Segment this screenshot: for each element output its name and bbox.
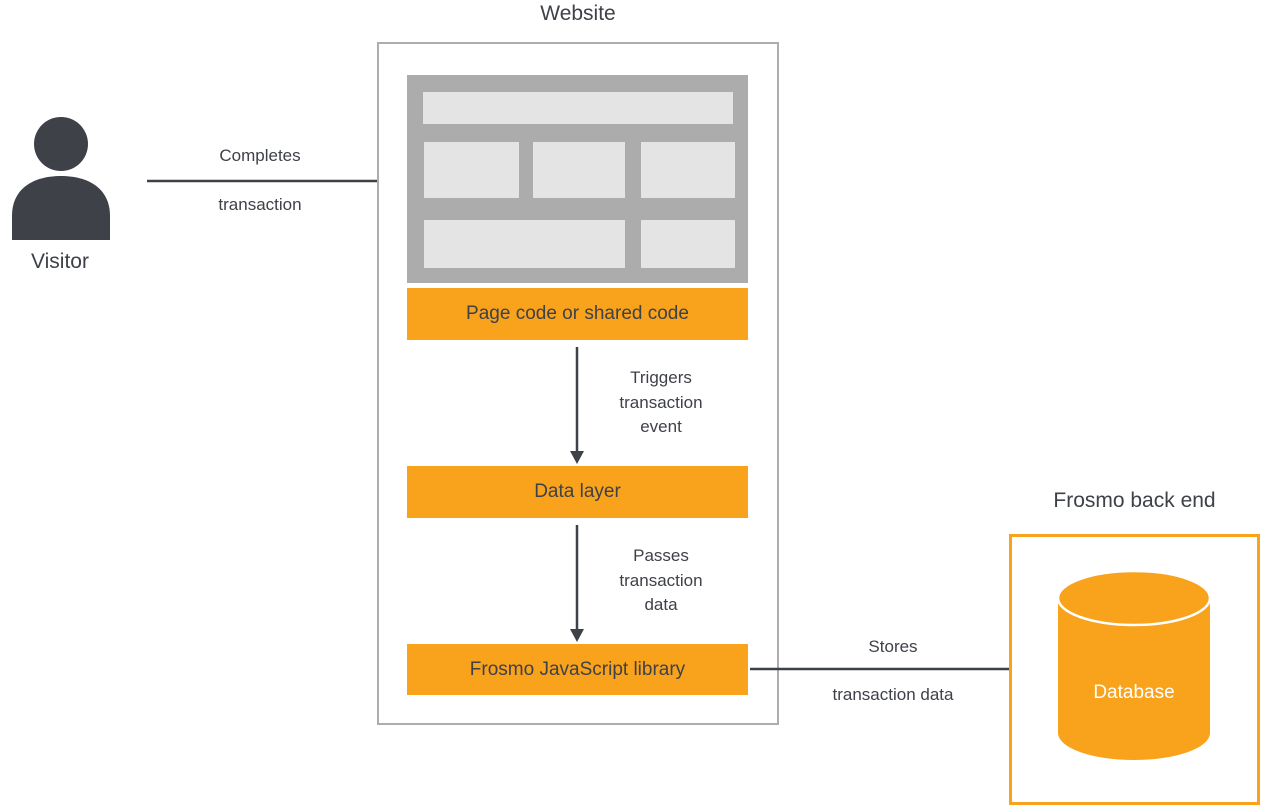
- webpage-wireframe: [407, 75, 748, 283]
- backend-title: Frosmo back end: [1053, 489, 1216, 512]
- wireframe-block: [641, 142, 735, 198]
- passes-label-line1: Passes: [633, 546, 689, 565]
- wireframe-header-block: [423, 92, 733, 124]
- page-code-node: Page code or shared code: [407, 288, 748, 340]
- wireframe-block: [424, 220, 625, 268]
- passes-arrow-label: Passes transaction data: [606, 544, 716, 618]
- visitor-icon: [4, 116, 118, 242]
- triggers-label-line3: event: [640, 417, 682, 436]
- wireframe-block: [533, 142, 625, 198]
- triggers-label-line2: transaction: [619, 392, 703, 412]
- website-title: Website: [540, 2, 616, 25]
- completes-transaction-arrow: [147, 171, 407, 191]
- data-layer-label: Data layer: [534, 481, 621, 502]
- passes-label-line2: transaction: [619, 570, 703, 590]
- stores-arrow-label-top: Stores: [868, 637, 918, 656]
- completes-arrow-label-top: Completes: [219, 146, 301, 165]
- triggers-arrow-label: Triggers transaction event: [606, 366, 716, 440]
- js-library-node: Frosmo JavaScript library: [407, 644, 748, 695]
- passes-label-line3: data: [644, 595, 678, 614]
- wireframe-block: [641, 220, 735, 268]
- passes-data-arrow: [569, 525, 585, 643]
- database-label: Database: [1093, 682, 1175, 703]
- data-layer-node: Data layer: [407, 466, 748, 518]
- triggers-label-line1: Triggers: [630, 368, 692, 387]
- js-library-label: Frosmo JavaScript library: [469, 658, 686, 680]
- visitor-label: Visitor: [31, 250, 89, 273]
- completes-arrow-label-bottom: transaction: [218, 195, 302, 214]
- page-code-label: Page code or shared code: [466, 303, 689, 324]
- triggers-event-arrow: [569, 347, 585, 465]
- database-icon: [1058, 568, 1210, 762]
- stores-arrow-label-bottom: transaction data: [832, 685, 954, 704]
- wireframe-block: [424, 142, 519, 198]
